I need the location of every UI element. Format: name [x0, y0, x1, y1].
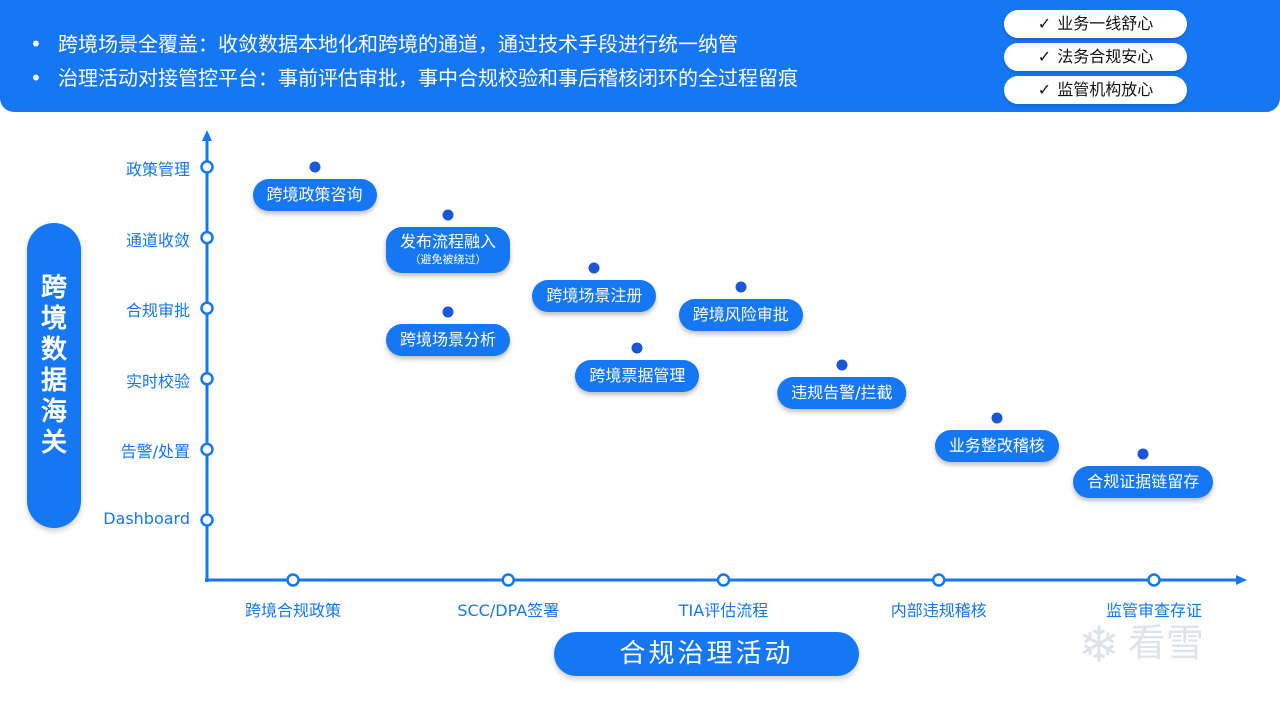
- y-axis-arrow: [202, 130, 212, 141]
- y-tick-marker: [200, 513, 214, 527]
- activity-dot: [309, 161, 321, 173]
- x-tick-label: TIA评估流程: [678, 601, 769, 620]
- activity-label: 跨境票据管理: [575, 360, 700, 393]
- watermark-logo: ❄看雪: [1078, 616, 1204, 674]
- y-tick-label: Dashboard: [103, 509, 190, 528]
- bullet-item: •跨境场景全覆盖：收敛数据本地化和跨境的通道，通过技术手段进行统一纳管: [30, 32, 738, 56]
- y-tick-marker: [200, 160, 214, 174]
- activity-label: 跨境风险审批: [678, 299, 803, 332]
- y-axis-title-box: 跨境数据海关: [27, 223, 81, 528]
- x-tick-label: 跨境合规政策: [244, 601, 342, 620]
- check-icon: ✓: [1037, 47, 1052, 66]
- header-banner: •跨境场景全覆盖：收敛数据本地化和跨境的通道，通过技术手段进行统一纳管 •治理活…: [0, 0, 1280, 112]
- bullet-item: •治理活动对接管控平台：事前评估审批，事中合规校验和事后稽核闭环的全过程留痕: [30, 66, 798, 90]
- bullet-text: 跨境场景全覆盖：收敛数据本地化和跨境的通道，通过技术手段进行统一纳管: [58, 32, 738, 56]
- activity-label: 跨境场景分析: [385, 323, 510, 356]
- activity-label: 违规告警/拦截: [777, 376, 907, 409]
- x-tick-label: 监管审查存证: [1105, 601, 1203, 620]
- y-tick-marker: [200, 442, 214, 457]
- x-axis-arrow: [1236, 575, 1247, 585]
- activity-label: 业务整改稽核: [934, 429, 1059, 462]
- activity-label: 跨境政策咨询: [252, 179, 377, 211]
- activity-label: 合规证据链留存: [1073, 465, 1214, 498]
- activity-dot: [735, 281, 747, 293]
- x-tick-marker: [932, 573, 946, 587]
- activity-label-text: 跨境场景分析: [399, 329, 496, 349]
- activity-dot: [588, 262, 600, 274]
- x-tick-marker: [286, 573, 300, 587]
- check-icon: ✓: [1037, 14, 1052, 33]
- check-badge: ✓监管机构放心: [1004, 76, 1187, 104]
- x-tick-label: 内部违规稽核: [890, 601, 987, 620]
- x-tick-marker: [1147, 573, 1161, 587]
- activity-dot: [836, 359, 848, 371]
- activity-sublabel: （避免被绕过）: [409, 253, 487, 266]
- activity-dot: [1137, 448, 1149, 460]
- activity-dot: [442, 209, 454, 221]
- y-axis-title: 跨境数据海关: [40, 273, 67, 458]
- activity-dot: [991, 412, 1003, 424]
- activity-label-text: 合规证据链留存: [1087, 471, 1200, 491]
- x-tick-label: SCC/DPA签署: [457, 601, 560, 620]
- snowflake-icon: ❄: [1078, 616, 1120, 674]
- y-tick-label: 告警/处置: [120, 442, 190, 462]
- activity-dot: [442, 306, 454, 318]
- activity-dot: [631, 342, 643, 354]
- activity-label-text: 业务整改稽核: [948, 435, 1045, 455]
- activity-label: 跨境场景注册: [532, 279, 657, 312]
- y-tick-label: 合规审批: [125, 301, 190, 321]
- activity-label-text: 违规告警/拦截: [791, 382, 893, 402]
- activity-label-text: 跨境政策咨询: [266, 185, 363, 204]
- y-tick-label: 实时校验: [125, 371, 190, 391]
- y-tick-marker: [200, 372, 214, 386]
- y-tick-label: 政策管理: [125, 160, 190, 179]
- activity-label-text: 发布流程融入: [399, 232, 496, 251]
- x-tick-marker: [501, 573, 515, 587]
- check-badge: ✓业务一线舒心: [1004, 10, 1187, 38]
- x-tick-marker: [716, 573, 731, 587]
- activity-label-text: 跨境风险审批: [692, 305, 789, 325]
- check-badge: ✓法务合规安心: [1004, 43, 1187, 71]
- x-axis-title: 合规治理活动: [554, 632, 859, 676]
- y-tick-label: 通道收敛: [125, 230, 190, 250]
- check-icon: ✓: [1037, 80, 1052, 99]
- y-tick-marker: [200, 230, 214, 245]
- activity-label-text: 跨境场景注册: [546, 285, 643, 305]
- activity-label: 发布流程融入 （避免被绕过）: [385, 227, 510, 273]
- activity-label-text: 跨境票据管理: [589, 366, 686, 386]
- y-tick-marker: [200, 301, 214, 315]
- bullet-text: 治理活动对接管控平台：事前评估审批，事中合规校验和事后稽核闭环的全过程留痕: [58, 66, 798, 90]
